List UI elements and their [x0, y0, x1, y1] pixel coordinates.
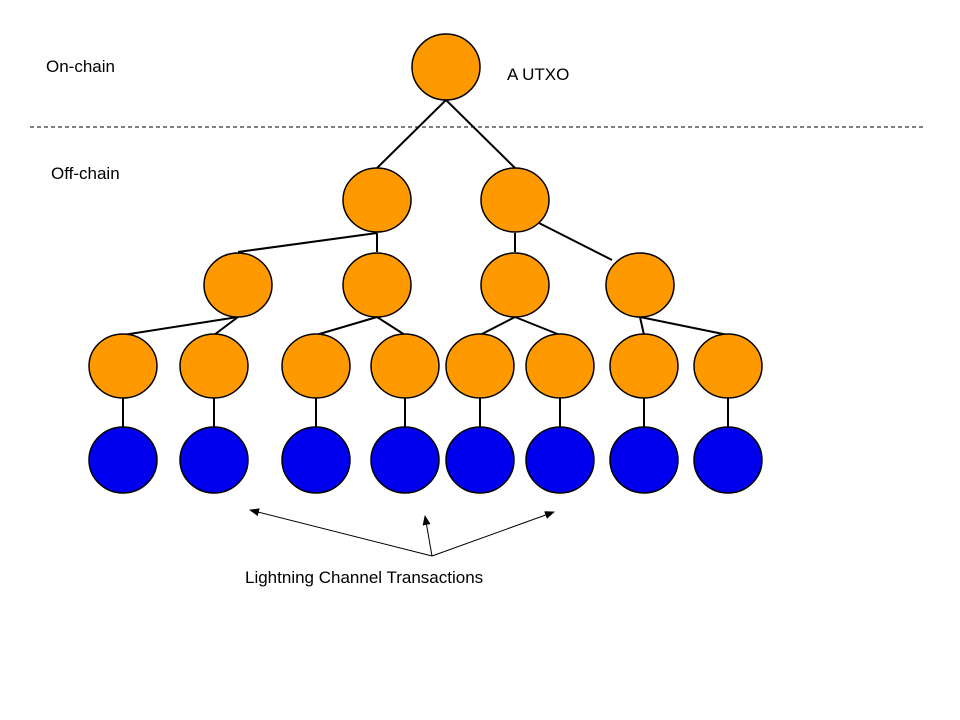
tree-nodes	[88, 33, 763, 399]
tree-node	[179, 333, 249, 399]
arrow-right	[431, 511, 555, 557]
root-utxo-node	[411, 33, 481, 101]
off-chain-label: Off-chain	[51, 164, 120, 183]
tree-node	[342, 167, 412, 233]
tree-node	[525, 333, 595, 399]
channel-node	[609, 426, 679, 494]
edge	[639, 316, 645, 336]
edge	[237, 232, 378, 253]
tree-node	[693, 333, 763, 399]
edge	[213, 316, 239, 336]
tree-node	[445, 333, 515, 399]
tree-node	[342, 252, 412, 318]
channel-node	[445, 426, 515, 494]
tree-node	[203, 252, 273, 318]
channel-nodes	[88, 426, 763, 494]
channel-node	[693, 426, 763, 494]
edge	[376, 99, 447, 169]
on-chain-label: On-chain	[46, 57, 115, 76]
tree-node	[370, 333, 440, 399]
caption-label: Lightning Channel Transactions	[245, 568, 483, 587]
caption-arrows	[249, 508, 555, 557]
tree-node	[605, 252, 675, 318]
arrow-left	[249, 508, 433, 557]
tree-edges	[122, 99, 729, 427]
arrow-up	[422, 515, 433, 557]
edge	[536, 221, 613, 261]
utxo-label: A UTXO	[507, 65, 569, 84]
edge	[445, 99, 516, 169]
edge	[376, 316, 406, 336]
channel-node	[281, 426, 351, 494]
channel-node	[88, 426, 158, 494]
tree-node	[88, 333, 158, 399]
channel-node	[179, 426, 249, 494]
edge	[639, 316, 729, 336]
edge	[315, 316, 378, 336]
tree-node	[281, 333, 351, 399]
edge	[514, 316, 561, 336]
channel-node	[370, 426, 440, 494]
edge	[122, 316, 239, 336]
tree-node	[480, 252, 550, 318]
edge	[479, 316, 516, 336]
tree-node	[480, 167, 550, 233]
channel-node	[525, 426, 595, 494]
tree-node	[609, 333, 679, 399]
